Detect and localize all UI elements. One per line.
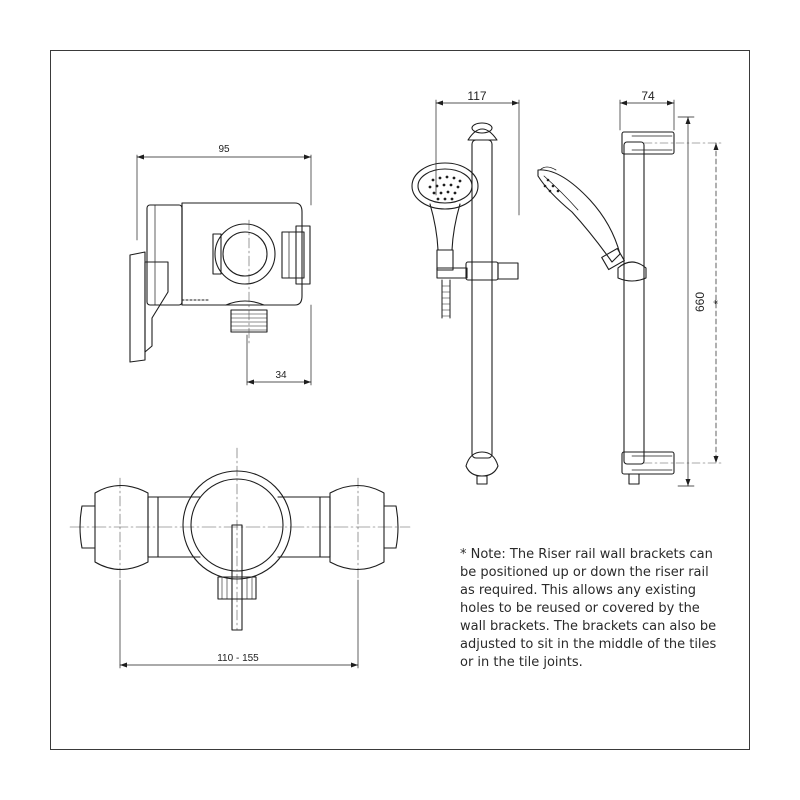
dim-rail-depth: 74 <box>641 89 655 103</box>
note-line: wall brackets. The brackets can also be <box>460 619 717 634</box>
riser-rail-front-view: 117 <box>411 89 520 485</box>
dim-valve-span: 110 - 155 <box>217 653 259 664</box>
valve-front-view: 110 - 155 <box>69 447 411 669</box>
valve-side-view: 95 34 <box>129 144 312 386</box>
bracket-note: * Note: The Riser rail wall brackets can… <box>460 546 730 672</box>
drawing-frame <box>50 50 750 750</box>
note-line: be positioned up or down the riser rail <box>460 565 709 580</box>
dim-outlet-depth: 34 <box>275 370 287 381</box>
riser-rail-side-view: 74 660 * <box>537 89 725 487</box>
note-line: as required. This allows any existing <box>460 583 697 598</box>
note-line: adjusted to sit in the middle of the til… <box>460 637 717 652</box>
dim-handset-width: 117 <box>467 89 486 103</box>
dim-valve-width: 95 <box>218 144 230 155</box>
note-line: holes to be reused or covered by the <box>460 601 700 616</box>
dim-bracket-spacing: * <box>711 299 725 304</box>
note-line: or in the tile joints. <box>460 655 583 670</box>
dim-rail-height: 660 <box>693 292 707 312</box>
note-line: * Note: The Riser rail wall brackets can <box>460 547 713 562</box>
